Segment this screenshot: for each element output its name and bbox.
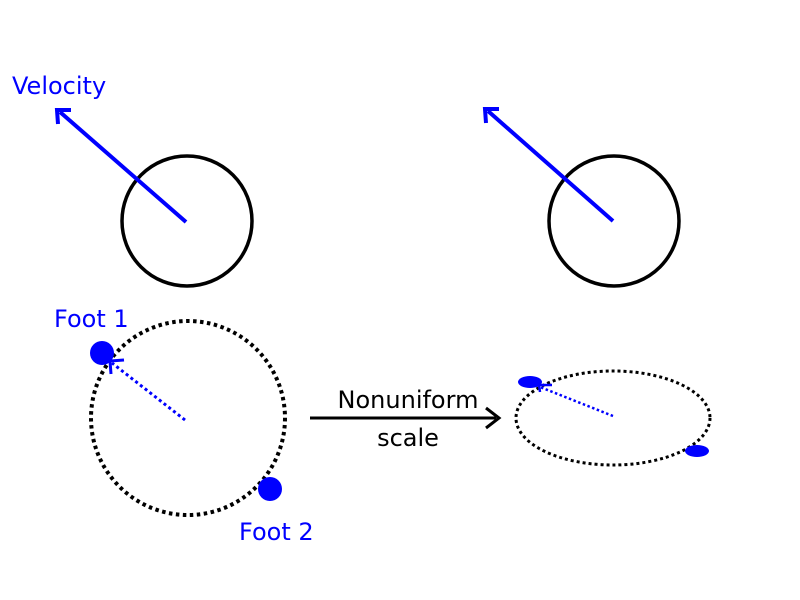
velocity-arrowhead-icon: [482, 107, 499, 124]
bottom-left-panel: Foot 1 Foot 2: [54, 305, 314, 546]
foot-2-marker: [685, 445, 709, 457]
body-circle: [120, 154, 254, 288]
transform-arrowhead-icon: [485, 406, 502, 430]
body-circle: [547, 154, 681, 288]
velocity-arrowhead-icon: [54, 108, 71, 125]
foot-1-marker: [518, 376, 542, 388]
foot-circle-dotted: [89, 319, 287, 517]
transform-label-line2: scale: [377, 424, 439, 452]
velocity-arrow: [58, 110, 188, 224]
top-right-panel: [482, 107, 681, 288]
foot-1-label: Foot 1: [54, 305, 129, 333]
velocity-label: Velocity: [12, 72, 106, 100]
transform-arrow-group: Nonuniform scale: [310, 386, 502, 452]
foot-direction-arrow: [539, 385, 614, 418]
bottom-right-panel: [514, 369, 712, 467]
transform-label-line1: Nonuniform: [338, 386, 479, 414]
foot-ellipse-dotted: [514, 369, 712, 467]
foot-1-marker: [90, 341, 114, 365]
velocity-arrow: [486, 109, 615, 223]
foot-direction-arrow: [111, 361, 186, 422]
top-left-panel: Velocity: [12, 72, 254, 288]
foot-2-marker: [258, 477, 282, 501]
foot-2-label: Foot 2: [239, 518, 314, 546]
